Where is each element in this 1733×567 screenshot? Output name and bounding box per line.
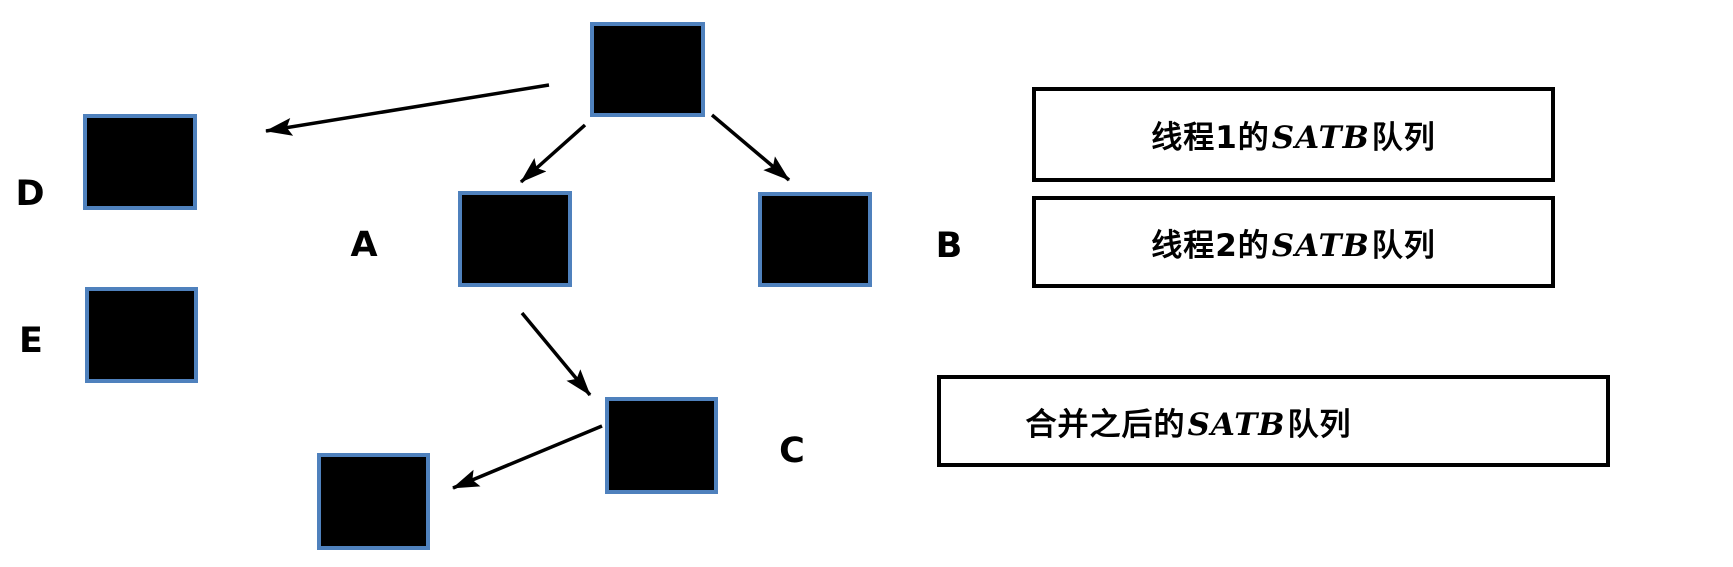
node-a — [458, 191, 572, 287]
node-label-d: D — [15, 174, 45, 214]
node-b — [758, 192, 872, 287]
queue-label-thread1-post: 队列 — [1371, 120, 1436, 156]
queue-box-thread2: 线程2的SATB队列 — [1032, 196, 1555, 288]
node-c — [605, 397, 718, 494]
arrow-root-to-a — [519, 123, 587, 184]
queue-label-thread1: 线程1的SATB队列 — [1151, 112, 1436, 157]
queue-label-merged-post: 队列 — [1287, 406, 1352, 443]
queue-label-thread2: 线程2的SATB队列 — [1151, 220, 1436, 265]
node-orphan — [317, 453, 430, 550]
arrow-root-to-d — [265, 83, 550, 136]
arrow-c-to-orphan — [452, 424, 603, 490]
arrow-root-to-b — [710, 113, 791, 182]
node-d — [83, 114, 197, 210]
node-e — [85, 287, 198, 383]
node-label-b: B — [935, 226, 963, 266]
queue-box-thread1: 线程1的SATB队列 — [1032, 87, 1555, 182]
queue-label-merged: 合并之后的SATB队列 — [1025, 399, 1351, 444]
node-label-c: C — [779, 431, 805, 471]
node-label-a: A — [350, 225, 378, 265]
queue-label-merged-pre: 合并之后的 — [1025, 406, 1186, 443]
queue-label-thread2-pre: 线程2的 — [1151, 227, 1270, 264]
node-label-e: E — [19, 321, 43, 361]
queue-label-thread2-satb: SATB — [1271, 227, 1370, 264]
arrow-a-to-c — [520, 311, 592, 397]
queue-label-merged-satb: SATB — [1187, 406, 1286, 443]
queue-box-merged: 合并之后的SATB队列 — [937, 375, 1610, 467]
queue-label-thread2-post: 队列 — [1371, 227, 1436, 264]
node-root — [590, 22, 705, 117]
queue-label-thread1-satb: SATB — [1271, 120, 1370, 156]
queue-label-thread1-pre: 线程1的 — [1151, 120, 1270, 156]
